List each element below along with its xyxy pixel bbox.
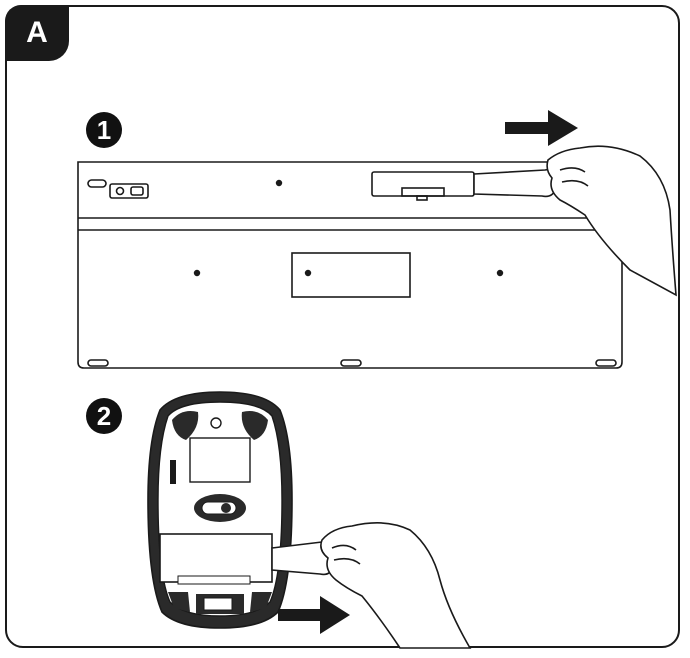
keyboard-underside [77,161,623,369]
arrow-right-icon-2 [278,596,350,634]
section-label: A [5,5,69,61]
arrow-right-icon [505,110,578,146]
hand-icon [546,145,677,297]
battery-pull-tab [473,168,559,198]
hand-icon-2 [320,522,472,649]
figure-frame [5,5,680,648]
step-2-badge: 2 [86,398,122,434]
mouse-underside [147,391,293,629]
step-1-badge: 1 [86,112,122,148]
